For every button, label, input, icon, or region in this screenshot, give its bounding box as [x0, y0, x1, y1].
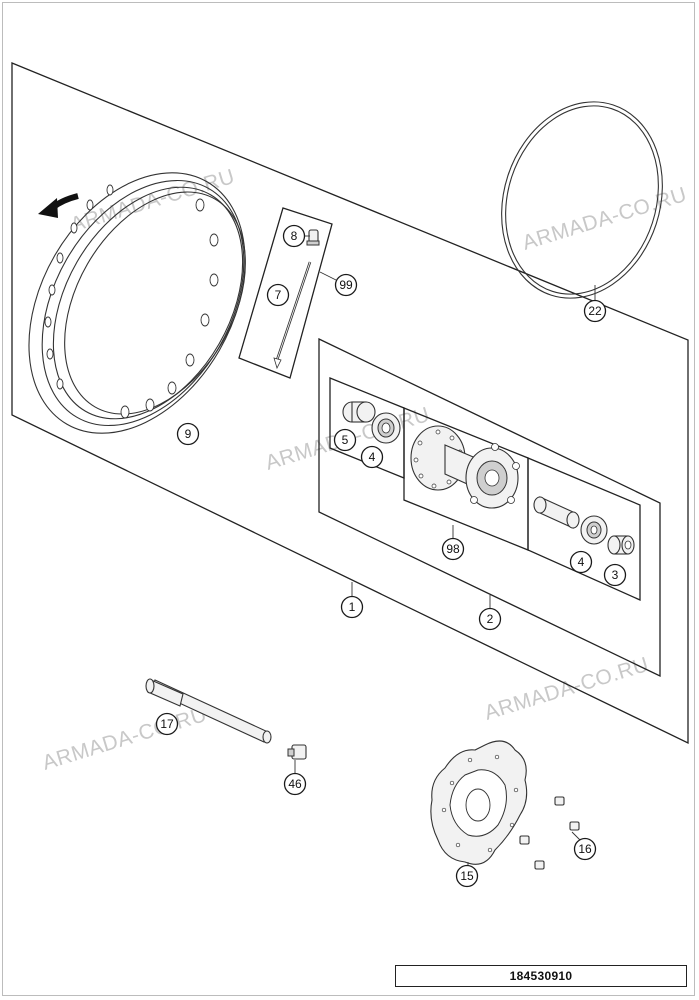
- spoke-set-outline: [238, 207, 333, 379]
- callout-1: 1: [340, 595, 364, 619]
- wheel-assembly-outline: [11, 62, 689, 745]
- callout-4b: 4: [569, 550, 593, 574]
- brake-disc: [430, 740, 528, 865]
- rotation-direction-arrow-icon: [38, 193, 79, 218]
- hub-assembly-outline: [318, 337, 661, 678]
- svg-text:8: 8: [291, 229, 298, 243]
- svg-text:1: 1: [349, 600, 356, 614]
- svg-text:4: 4: [369, 450, 376, 464]
- svg-text:9: 9: [185, 427, 192, 441]
- rim-band: [501, 101, 663, 299]
- svg-text:17: 17: [160, 717, 174, 731]
- rim: [28, 172, 246, 434]
- svg-text:22: 22: [588, 304, 602, 318]
- right-spacer-bearing-group: [533, 496, 635, 555]
- watermark-1: ARMADA-CO.RU: [40, 703, 210, 775]
- axle: [145, 678, 272, 744]
- callout-16: 16: [573, 837, 597, 861]
- callout-4a: 4: [360, 445, 384, 469]
- callout-15: 15: [455, 864, 479, 888]
- disc-bolts: [519, 796, 580, 870]
- callout-22: 22: [583, 299, 607, 323]
- callout-2: 2: [478, 607, 502, 631]
- right-bearing-group-outline: [527, 457, 641, 602]
- callout-3: 3: [603, 563, 627, 587]
- drawing-number: 184530910: [509, 969, 573, 983]
- hub: [410, 425, 520, 509]
- svg-text:98: 98: [446, 542, 460, 556]
- watermark-4: ARMADA-CO.RU: [520, 183, 690, 255]
- callout-8: 8: [282, 224, 306, 248]
- svg-text:4: 4: [578, 555, 585, 569]
- callout-99: 99: [334, 273, 358, 297]
- svg-text:99: 99: [339, 278, 353, 292]
- callout-98: 98: [441, 537, 465, 561]
- axle-nut: [287, 744, 307, 760]
- left-spacer-and-bearing: [342, 401, 401, 444]
- drawing-number-box: 184530910: [395, 965, 687, 987]
- svg-text:15: 15: [460, 869, 474, 883]
- watermark-3: ARMADA-CO.RU: [482, 653, 652, 725]
- callout-46: 46: [283, 772, 307, 796]
- svg-text:7: 7: [275, 288, 282, 302]
- svg-text:46: 46: [288, 777, 302, 791]
- leader-lines: [294, 235, 596, 866]
- callout-9: 9: [176, 422, 200, 446]
- svg-text:3: 3: [612, 568, 619, 582]
- callout-17: 17: [155, 712, 179, 736]
- callout-7: 7: [266, 283, 290, 307]
- svg-text:16: 16: [578, 842, 592, 856]
- spoke-and-nipple: [273, 229, 320, 370]
- svg-text:2: 2: [487, 612, 494, 626]
- svg-text:5: 5: [342, 433, 349, 447]
- callout-5: 5: [333, 428, 357, 452]
